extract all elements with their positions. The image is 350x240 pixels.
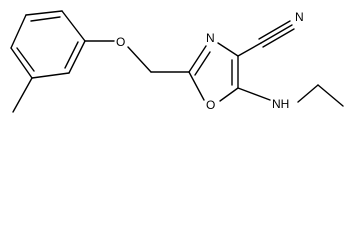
triple-bond-line	[260, 24, 293, 44]
bond	[31, 72, 70, 79]
bond	[237, 87, 271, 101]
bond	[219, 87, 239, 102]
structure-canvas: O N O N NH	[10, 10, 344, 113]
double-bond	[188, 45, 207, 73]
bond	[217, 42, 239, 57]
atom-oxygen-ring: O	[206, 98, 215, 112]
bond	[10, 14, 27, 49]
atom-nitrile-nitrogen: N	[295, 10, 304, 24]
bond	[317, 84, 344, 107]
benzene-ring	[10, 10, 86, 79]
methyl-bond	[12, 77, 33, 113]
atom-oxygen-ether: O	[116, 35, 125, 49]
bond	[188, 71, 205, 101]
double-bond-inner	[194, 51, 211, 76]
triple-bond-line	[258, 20, 291, 40]
double-bond-inner	[30, 16, 61, 22]
triple-bond-line	[262, 28, 295, 48]
bond	[25, 10, 63, 16]
atom-nitrogen-ring: N	[206, 31, 215, 45]
bond	[10, 47, 33, 79]
bond	[127, 46, 152, 73]
double-bond-inner	[16, 47, 35, 72]
molecule-drawing: O N O N NH	[10, 10, 344, 113]
oxazole-ring	[188, 42, 239, 102]
bond	[68, 40, 86, 74]
bond	[297, 84, 319, 103]
bond	[61, 10, 86, 42]
double-bond-inner	[64, 41, 79, 69]
nitrile-bond	[237, 42, 262, 57]
atom-amine: NH	[272, 97, 289, 111]
